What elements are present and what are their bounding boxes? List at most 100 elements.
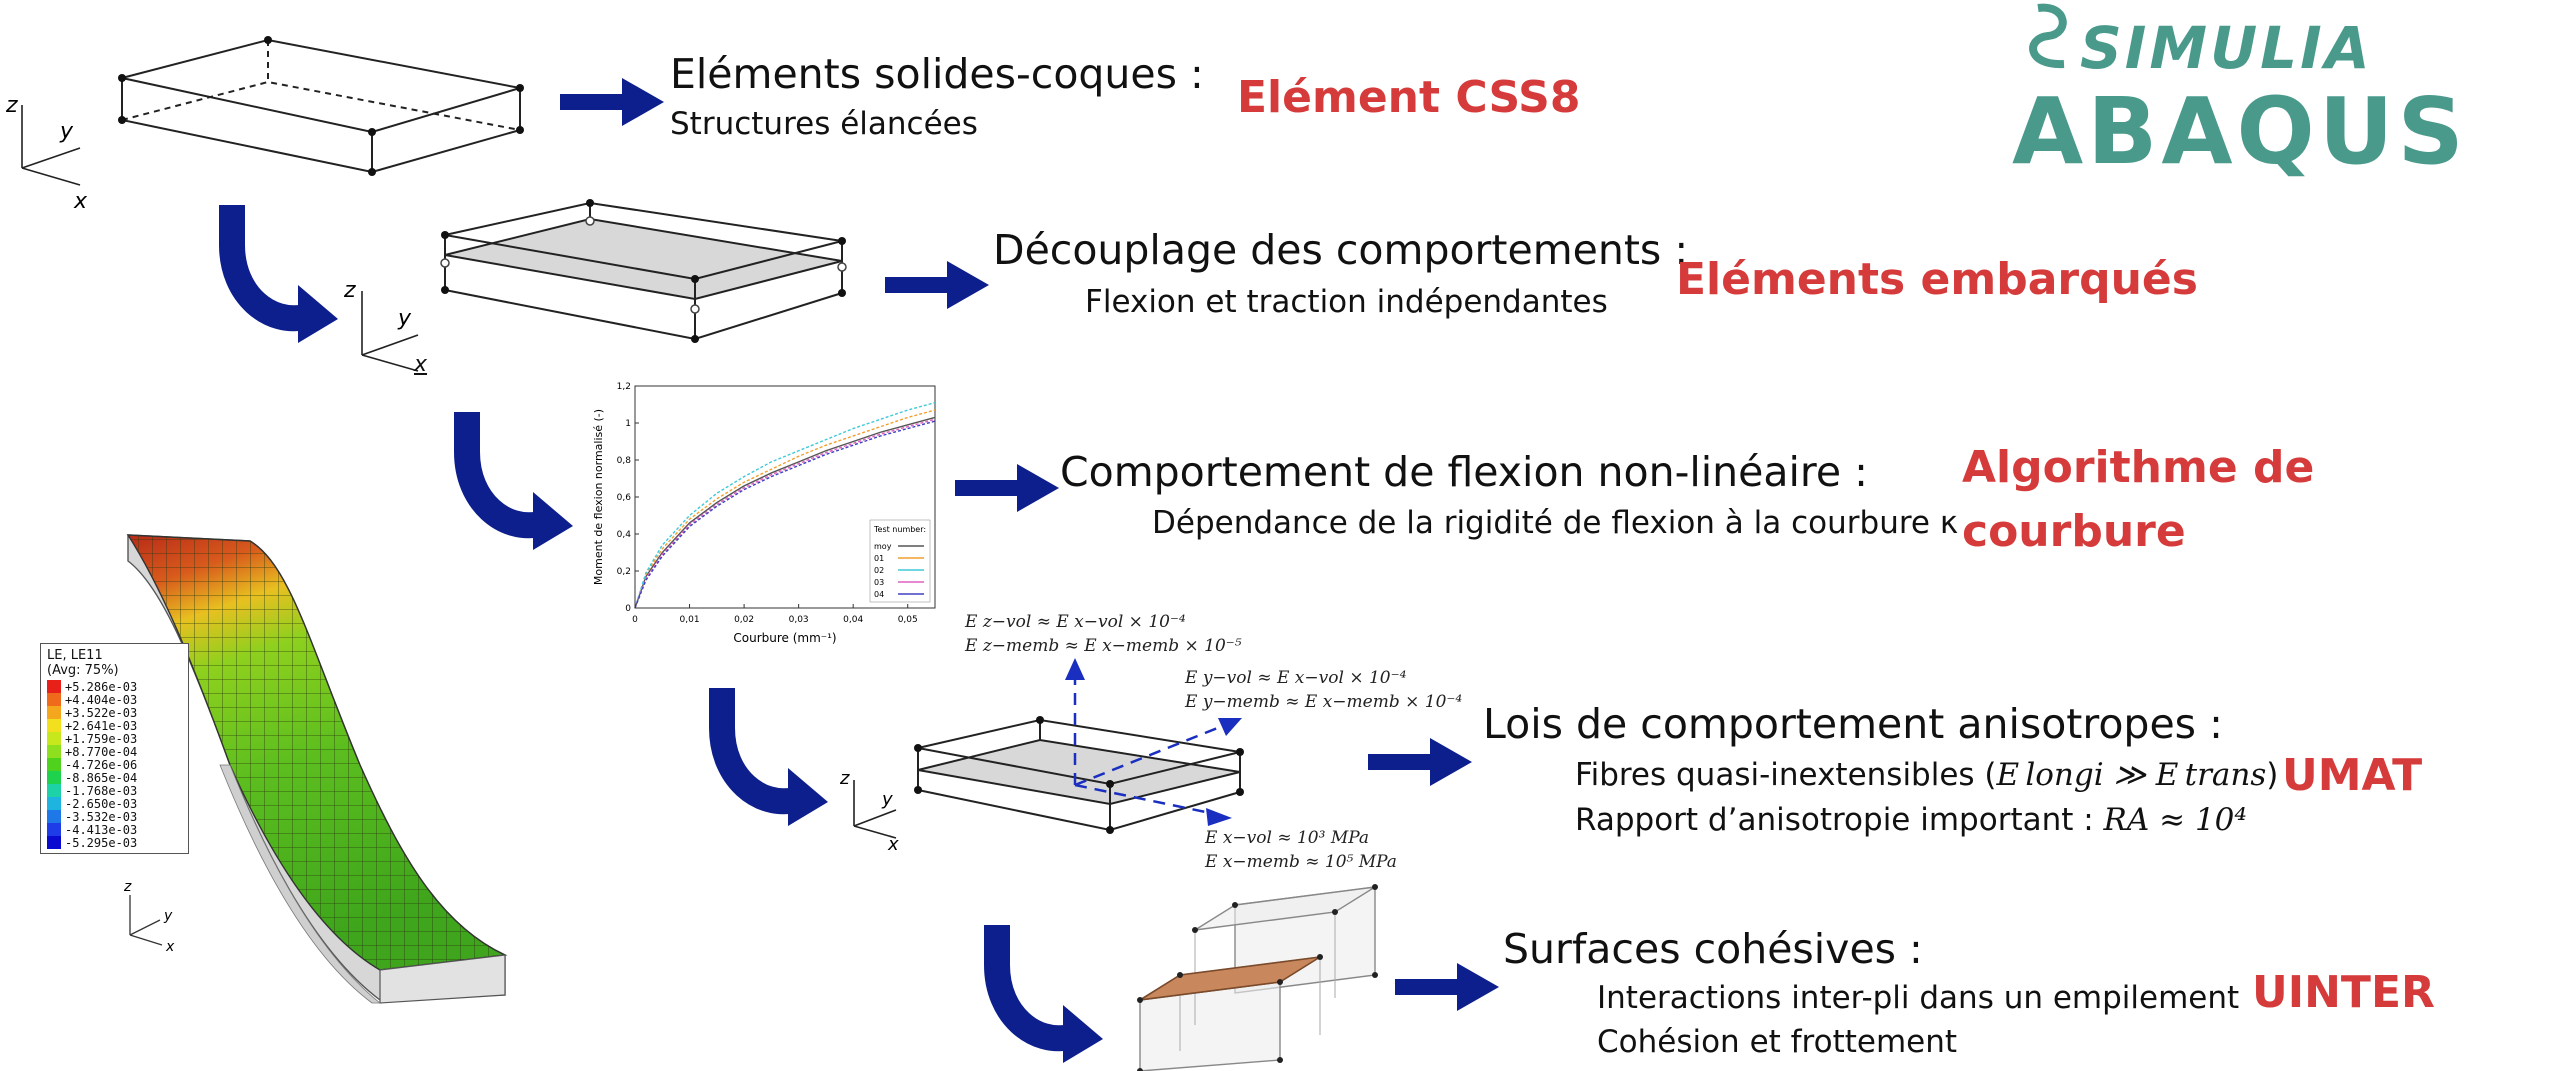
legend-swatch — [47, 732, 61, 745]
chart-legend-title: Test number: — [873, 525, 926, 534]
legend-swatch — [47, 836, 61, 849]
legend-value: -3.532e-03 — [65, 809, 138, 824]
chart-legend-label: 03 — [874, 578, 884, 587]
step4-line2: Rapport d’anisotropie important : RA ≈ 1… — [1575, 802, 2247, 838]
step3-arrow — [955, 464, 1059, 512]
legend-swatch — [47, 706, 61, 719]
step4-line1-suffix: ) — [2266, 757, 2279, 793]
legend-row: +1.759e-03 — [47, 731, 182, 746]
legend-value: -4.413e-03 — [65, 822, 138, 837]
chart-series-line — [634, 409, 936, 609]
simulia-brand: SIMULIA — [2080, 14, 2373, 82]
step5-line1: Interactions inter-pli dans un empilemen… — [1597, 980, 2240, 1016]
step4-line1: Fibres quasi-inextensibles (E longi ≫ E … — [1575, 757, 2278, 793]
curved-arrow-1 — [219, 205, 338, 343]
legend-swatch — [47, 719, 61, 732]
legend-value: +1.759e-03 — [65, 731, 138, 746]
legend-row: -2.650e-03 — [47, 796, 182, 811]
chart-legend: Test number: moy 01 02 03 04 — [869, 519, 931, 603]
legend-row: +3.522e-03 — [47, 705, 182, 720]
annotation-z-vol: E z−vol ≈ E x−vol × 10⁻⁴ — [965, 612, 1186, 632]
chart-xtick-label: 0,03 — [789, 615, 809, 625]
annotation-x-memb: E x−memb ≈ 10⁵ MPa — [1205, 852, 1397, 872]
strain-legend: LE, LE11 (Avg: 75%) +5.286e-03+4.404e-03… — [40, 643, 189, 854]
axis-x-label: x — [414, 352, 428, 377]
legend-value: -8.865e-04 — [65, 770, 138, 785]
chart-xtick-label: 0 — [632, 615, 638, 625]
legend-swatch — [47, 771, 61, 784]
curved-arrow-3 — [709, 688, 828, 826]
legend-row: -1.768e-03 — [47, 784, 182, 798]
annotation-z-memb: E z−memb ≈ E x−memb × 10⁻⁵ — [965, 636, 1242, 656]
axis-y-label: y — [881, 789, 893, 810]
chart-xtick-label: 0,04 — [843, 615, 863, 625]
step4-line2-math: RA ≈ 10⁴ — [2103, 802, 2247, 838]
chart-series-line — [634, 401, 936, 609]
chart-series-line — [634, 420, 936, 609]
deformed-plate-render: z y x — [123, 534, 508, 1004]
legend-swatch — [47, 810, 61, 823]
chart-xlabel: Courbure (mm⁻¹) — [733, 631, 836, 645]
step2-subtitle: Flexion et traction indépendantes — [1085, 284, 1608, 320]
step5-tag: UINTER — [2252, 967, 2435, 1018]
step2-arrow — [885, 261, 989, 309]
legend-value: +3.522e-03 — [65, 705, 138, 720]
legend-value: +5.286e-03 — [65, 679, 138, 694]
step2-tag: Eléments embarqués — [1676, 254, 2198, 305]
chart-ytick-label: 1,2 — [617, 382, 631, 392]
legend-swatch — [47, 693, 61, 706]
legend-subtitle: (Avg: 75%) — [47, 663, 119, 678]
chart-ytick-label: 0,2 — [617, 567, 631, 577]
axis-x-label: x — [73, 189, 88, 210]
axis-z-label: z — [5, 93, 18, 118]
chart-legend-label: 01 — [874, 554, 884, 563]
legend-row: -5.295e-03 — [47, 835, 182, 850]
chart-xtick-label: 0,02 — [734, 615, 754, 625]
legend-value: +4.404e-03 — [65, 692, 138, 707]
triad-y-label: y — [163, 908, 173, 924]
legend-value: -2.650e-03 — [65, 796, 138, 811]
axis-y-label: y — [59, 119, 74, 144]
legend-value: -5.295e-03 — [65, 835, 138, 850]
step1-tag: Elément CSS8 — [1237, 72, 1581, 123]
step1-subtitle: Structures élancées — [670, 106, 978, 142]
legend-swatch — [47, 680, 61, 693]
step5-arrow — [1395, 963, 1499, 1011]
legend-value: -4.726e-06 — [65, 757, 138, 772]
annotation-y-vol: E y−vol ≈ E x−vol × 10⁻⁴ — [1185, 668, 1407, 688]
legend-row: -4.726e-06 — [47, 757, 182, 772]
legend-row: -3.532e-03 — [47, 809, 182, 824]
step4-title: Lois de comportement anisotropes : — [1483, 700, 2223, 748]
legend-swatch — [47, 784, 61, 797]
chart-series-line — [634, 416, 936, 609]
legend-value: +8.770e-04 — [65, 744, 138, 759]
step2-element-drawing: z y — [343, 199, 847, 372]
curved-arrow-4 — [984, 925, 1103, 1063]
chart-xtick-label: 0,01 — [680, 615, 700, 625]
step1-title: Eléments solides-coques : — [670, 50, 1204, 98]
simulia-logo-icon — [2029, 3, 2067, 69]
chart-ytick-label: 0,6 — [617, 493, 632, 503]
legend-swatch — [47, 745, 61, 758]
legend-swatch — [47, 758, 61, 771]
legend-swatch — [47, 823, 61, 836]
chart-ytick-label: 1 — [625, 419, 631, 429]
chart-legend-label: moy — [874, 542, 892, 551]
chart-ytick-label: 0,4 — [617, 530, 632, 540]
chart-legend-label: 02 — [874, 566, 884, 575]
chart-xtick-label: 0,05 — [898, 615, 918, 625]
legend-title: LE, LE11 — [47, 648, 103, 663]
step1-arrow — [560, 78, 664, 126]
legend-row: +2.641e-03 — [47, 719, 182, 733]
legend-swatch — [47, 797, 61, 810]
axis-z-label: z — [840, 768, 850, 789]
axis-z-label: z — [343, 278, 356, 303]
triad-x-label: x — [165, 939, 175, 955]
step5-title: Surfaces cohésives : — [1503, 925, 1923, 973]
abaqus-product: ABAQUS — [2012, 78, 2468, 185]
step5-cohesive-drawing — [1137, 884, 1378, 1071]
step4-tag: UMAT — [2282, 750, 2423, 801]
chart-legend-label: 04 — [874, 590, 884, 599]
step2-title: Découplage des comportements : — [993, 226, 1689, 274]
step1-element-drawing: z y x — [5, 36, 524, 210]
